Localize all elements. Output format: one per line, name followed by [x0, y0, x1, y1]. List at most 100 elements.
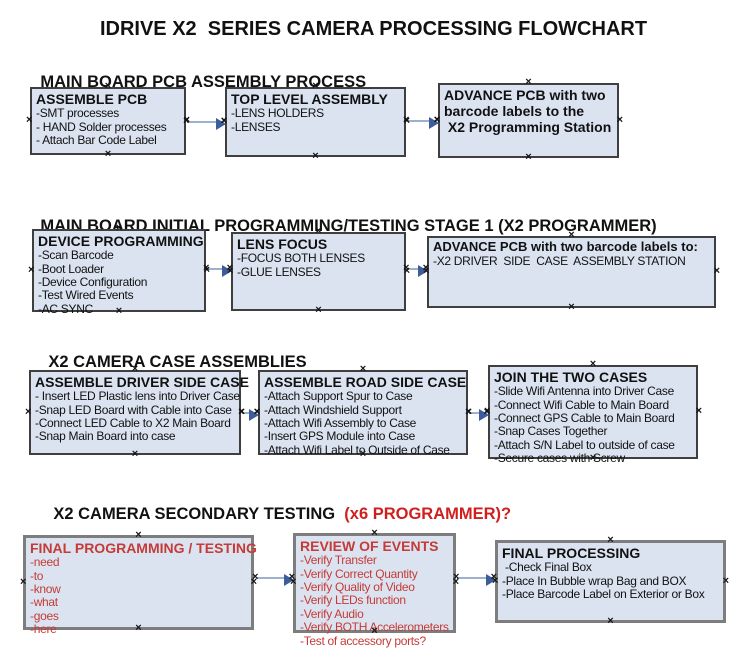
box-item: -Attach Wifi Label to Outside of Case [264, 442, 450, 457]
selection-handle[interactable]: × [26, 113, 33, 126]
box-item: -goes [30, 608, 59, 623]
flow-box-assemble-road-side-case[interactable]: ASSEMBLE ROAD SIDE CASE -Attach Support … [254, 364, 472, 460]
arrow-head-icon [284, 574, 294, 586]
box-item: -Verify Audio [300, 606, 364, 621]
arrow-head-icon [222, 265, 232, 277]
selection-handle[interactable]: × [20, 575, 27, 588]
box-items: -Attach Support Spur to Case-Attach Wind… [264, 389, 462, 457]
flow-box-device-programming[interactable]: DEVICE PROGRAMMING -Scan Barcode-Boot Lo… [28, 223, 210, 317]
box-item: -Attach S/N Label to outside of case [494, 437, 675, 452]
box-item: -Attach Support Spur to Case [264, 389, 413, 404]
box-item: -Test Wired Events [38, 288, 134, 303]
selection-handle[interactable]: × [28, 263, 35, 276]
box-item: -Attach Windshield Support [264, 402, 402, 417]
flow-box-review-of-events[interactable]: REVIEW OF EVENTS -Verify Transfer-Verify… [290, 528, 459, 648]
box-title: FINAL PROCESSING [502, 545, 641, 561]
box-item: -AC SYNC [38, 301, 93, 316]
box-item: -SMT processes [36, 106, 119, 121]
box-items: -Check Final Box-Place In Bubble wrap Ba… [502, 560, 719, 601]
connector-arrow[interactable]: ×× [403, 115, 440, 129]
arrow-head-icon [429, 117, 439, 129]
box-item: -Connect Wifi Cable to Main Board [494, 397, 669, 412]
box-item: - HAND Solder processes [36, 119, 167, 134]
arrow-head-icon [249, 409, 259, 421]
connector-arrow[interactable]: ×× [465, 407, 490, 421]
selection-handle[interactable]: × [722, 574, 729, 587]
box-item: -LENSES [231, 119, 281, 134]
box-title: LENS FOCUS [237, 236, 328, 252]
box-item: - Insert LED Plastic lens into Driver Ca… [35, 389, 240, 404]
box-item: -Connect LED Cable to X2 Main Board [35, 415, 231, 430]
arrow-head-icon [216, 118, 226, 130]
connector-arrow[interactable]: ×× [203, 263, 233, 277]
connector-arrow[interactable]: ×× [238, 407, 260, 421]
selection-handle[interactable]: × [616, 113, 623, 126]
box-item: -Connect GPS Cable to Main Board [494, 410, 675, 425]
flow-box-advance-pcb-driver-side[interactable]: ADVANCE PCB with two barcode labels to: … [423, 230, 720, 313]
box-item: -Verify LEDs function [300, 593, 406, 608]
arrow-head-icon [479, 409, 489, 421]
connector-arrow[interactable]: ×× [403, 263, 429, 277]
selection-handle[interactable]: × [312, 150, 319, 162]
selection-handle[interactable]: × [525, 151, 532, 163]
selection-handle[interactable]: × [131, 448, 139, 460]
section-heading-text: X2 CAMERA CASE ASSEMBLIES [48, 353, 307, 371]
box-title: ASSEMBLE PCB [36, 91, 148, 107]
box-item: -Device Configuration [38, 274, 148, 289]
section-heading-red-text: (x6 PROGRAMMER)? [344, 505, 512, 523]
flow-box-join-the-two-cases[interactable]: JOIN THE TWO CASES -Slide Wifi Antenna i… [484, 359, 702, 466]
box-item: -know [30, 581, 61, 596]
selection-handle[interactable]: × [315, 304, 322, 316]
box-items: - Insert LED Plastic lens into Driver Ca… [35, 389, 240, 444]
selection-handle[interactable]: × [25, 405, 32, 418]
box-title: JOIN THE TWO CASES [494, 369, 648, 385]
flow-box-top-level-assembly[interactable]: TOP LEVEL ASSEMBLY -LENS HOLDERS-LENSES … [221, 81, 410, 162]
box-item: -to [30, 568, 44, 583]
selection-handle[interactable]: × [104, 148, 112, 160]
box-item: -Scan Barcode [38, 248, 114, 263]
box-item: -what [30, 595, 58, 610]
selection-handle[interactable]: × [568, 301, 575, 313]
box-title: ASSEMBLE DRIVER SIDE CASE [35, 374, 249, 390]
page-title: IDRIVE X2 SERIES CAMERA PROCESSING FLOWC… [99, 18, 648, 40]
box-items: -Slide Wifi Antenna into Driver Case-Con… [494, 384, 692, 466]
box-item: -Secure cases with Screw [494, 451, 625, 466]
box-title: DEVICE PROGRAMMING [38, 233, 204, 249]
section-heading-text: X2 CAMERA SECONDARY TESTING [53, 505, 345, 523]
connector-arrow[interactable]: ×× [252, 572, 295, 586]
section-heading-text: MAIN BOARD PCB ASSEMBLY PROCESS [40, 73, 367, 91]
connector-arrow[interactable]: ×× [183, 116, 227, 130]
box-item: -need [30, 555, 60, 570]
arrow-head-icon [486, 574, 496, 586]
flow-box-assemble-pcb[interactable]: ASSEMBLE PCB -SMT processes- HAND Solder… [26, 81, 190, 160]
box-item: -Snap Main Board into case [35, 429, 176, 444]
box-item: -Check Final Box [502, 560, 592, 575]
box-item: -X2 DRIVER SIDE CASE ASSEMBLY STATION [433, 253, 686, 268]
box-item: -Insert GPS Module into Case [264, 429, 416, 444]
box-item: -Verify Quality of Video [300, 579, 415, 594]
box-item: -FOCUS BOTH LENSES [237, 251, 365, 266]
flow-box-advance-pcb-programming-station[interactable]: ADVANCE PCB with two barcode labels to t… [434, 77, 623, 163]
box-item: -Verify Correct Quantity [300, 566, 418, 581]
box-item: -Verify Transfer [300, 553, 377, 568]
selection-handle[interactable]: × [713, 264, 720, 277]
box-item: -Snap LED Board with Cable into Case [35, 402, 232, 417]
box-items: -Scan Barcode-Boot Loader-Device Configu… [38, 248, 200, 316]
flow-box-assemble-driver-side-case[interactable]: ASSEMBLE DRIVER SIDE CASE - Insert LED P… [25, 364, 249, 460]
box-item: -LENS HOLDERS [231, 106, 324, 121]
box-item: -Snap Cases Together [494, 424, 608, 439]
selection-handle[interactable]: × [695, 404, 702, 417]
box-title: TOP LEVEL ASSEMBLY [231, 91, 388, 107]
box-item: -GLUE LENSES [237, 264, 321, 279]
box-item: - Attach Bar Code Label [36, 132, 157, 147]
flow-box-final-programming-testing[interactable]: FINAL PROGRAMMING / TESTING -need-to-kno… [20, 530, 257, 637]
box-item: -Slide Wifi Antenna into Driver Case [494, 384, 674, 399]
box-item: -here [30, 622, 57, 637]
flow-box-lens-focus[interactable]: LENS FOCUS -FOCUS BOTH LENSES-GLUE LENSE… [227, 226, 410, 316]
flow-box-final-processing[interactable]: FINAL PROCESSING -Check Final Box-Place … [492, 535, 729, 627]
box-items: -SMT processes- HAND Solder processes- A… [36, 106, 180, 147]
box-title: FINAL PROGRAMMING / TESTING [30, 540, 257, 556]
connector-arrow[interactable]: ×× [453, 572, 497, 586]
selection-handle[interactable]: × [607, 615, 614, 627]
